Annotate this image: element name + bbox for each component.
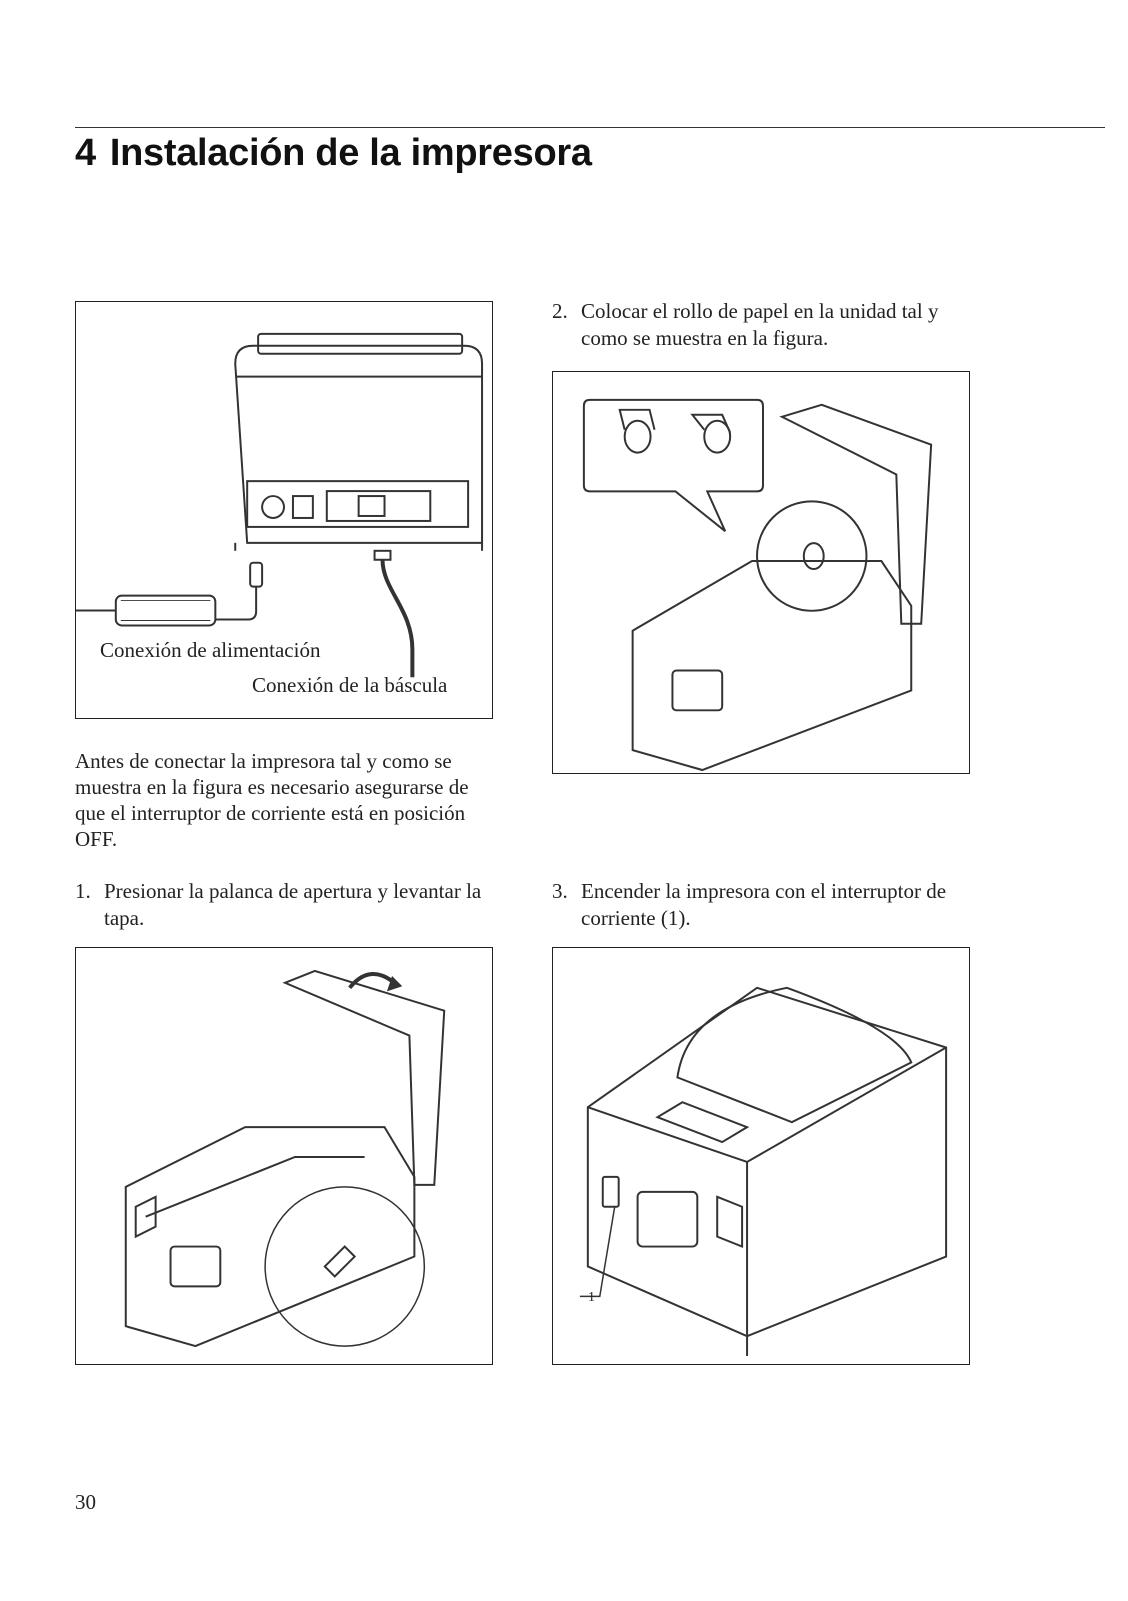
step-1-text: Presionar la palanca de apertura y levan… <box>104 879 482 930</box>
step-1-number: 1. <box>75 879 91 903</box>
figure-connection: Conexión de alimentación Conexión de la … <box>75 301 493 719</box>
intro-paragraph: Antes de conectar la impresora tal y com… <box>75 749 469 851</box>
switch-callout-number: 1 <box>588 1290 595 1305</box>
section-number: 4 <box>75 132 96 174</box>
header-rule <box>75 127 1105 128</box>
printer-closed-illustration <box>579 986 948 1357</box>
section-title: Instalación de la impresora <box>109 132 592 174</box>
scale-connection-label: Conexión de la báscula <box>252 673 448 697</box>
figure-power-switch: 1 <box>552 947 970 1365</box>
step-3-number: 3. <box>552 879 568 903</box>
printer-rear-illustration <box>76 332 484 678</box>
step-3-text: Encender la impresora con el interruptor… <box>581 879 947 930</box>
power-connection-label: Conexión de alimentación <box>100 638 321 662</box>
step-2-number: 2. <box>552 299 568 323</box>
page-number: 30 <box>75 1490 96 1514</box>
step-2-text: Colocar el rollo de papel en la unidad t… <box>581 299 939 350</box>
page-heading: 4 Instalación de la impresora <box>75 132 592 175</box>
printer-open-cover-illustration <box>124 969 446 1348</box>
figure-open-cover <box>75 947 493 1365</box>
figure-paper-roll <box>552 371 970 774</box>
printer-paper-roll-illustration <box>582 398 933 772</box>
